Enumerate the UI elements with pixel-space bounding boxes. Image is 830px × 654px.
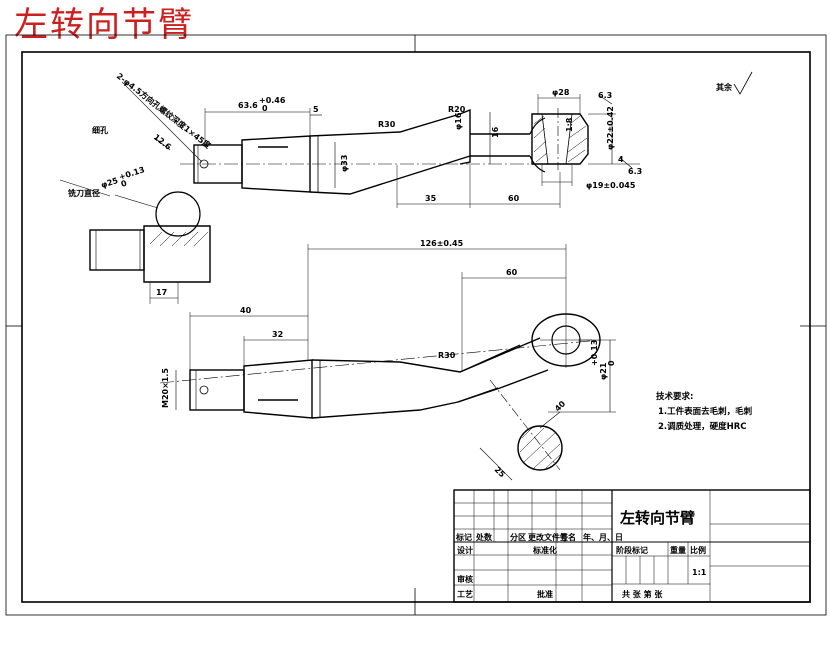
- dim-6-3-top: 6.3: [598, 91, 612, 100]
- hdr-sign: 签名: [559, 532, 576, 542]
- dim-6-3-bottom: 6.3: [628, 167, 642, 176]
- title-block-labels: 左转向节臂 标记 处数 分区 更改文件号 签名 年、月、日 设计 标准化 审核 …: [455, 509, 707, 599]
- thread-left-label: 细孔: [92, 125, 108, 135]
- dim-35: 35: [425, 194, 437, 203]
- dim-22: φ22±0.42: [606, 106, 615, 150]
- tech-line-1: 1.工件表面去毛刺，毛刺: [658, 406, 752, 417]
- dim-60-main: 60: [506, 268, 518, 277]
- top-view: [121, 81, 561, 208]
- dim-25: 25: [493, 465, 508, 480]
- dim-16: 16: [491, 126, 500, 138]
- dim-63: 63.6: [238, 101, 258, 110]
- hdr-zone: 分区: [510, 532, 526, 542]
- cut-label: 铣刀直径: [68, 188, 100, 198]
- dim-1-8: 1:8: [565, 117, 574, 132]
- dim-17: 17: [156, 288, 167, 297]
- dim-tilt: φ16: [454, 112, 463, 130]
- right-section-detail: [531, 71, 753, 186]
- stage-mark-label: 阶段标记: [616, 545, 648, 555]
- tech-requirements: 技术要求: 1.工件表面去毛刺，毛刺 2.调质处理，硬度HRC: [656, 391, 752, 432]
- dim-63-tol-low: 0: [262, 104, 268, 113]
- check-label: 审核: [457, 574, 473, 584]
- main-view-labels: 126±0.45 60 40 32 R30 φ21 +0.13 0 M20×1.…: [161, 239, 616, 480]
- right-section-labels: φ28 6.3 1:8 φ22±0.42 4 φ19±0.045 6.3 其余: [552, 82, 733, 190]
- dim-28: φ28: [552, 88, 570, 97]
- dim-19: φ19±0.045: [586, 181, 636, 190]
- mid-end-labels: 铣刀直径 φ25 +0.13 0 17: [68, 165, 167, 297]
- dim-40-main: 40: [240, 306, 252, 315]
- title-block: [453, 489, 811, 603]
- hdr-mark: 标记: [455, 532, 472, 542]
- dim-4: 4: [618, 155, 624, 164]
- thread-small: 12.6: [152, 132, 173, 152]
- weight-label: 重量: [670, 545, 686, 555]
- standardize-label: 标准化: [532, 545, 557, 555]
- hdr-doc: 更改文件号: [528, 532, 568, 542]
- dim-60: 60: [508, 194, 520, 203]
- banner-title: 左转向节臂: [14, 5, 194, 45]
- scale-value: 1:1: [692, 568, 707, 577]
- dim-21-tol-low: 0: [607, 360, 616, 366]
- tech-title: 技术要求:: [656, 391, 693, 402]
- approve-label: 批准: [537, 589, 553, 599]
- dim-126: 126±0.45: [420, 239, 464, 248]
- dim-63-tol-up: +0.46: [259, 96, 286, 105]
- cut-dia: φ25: [100, 176, 120, 190]
- dim-21: φ21: [599, 362, 608, 380]
- design-label: 设计: [457, 545, 473, 555]
- cut-dia-tol-low: 0: [120, 178, 128, 188]
- hdr-count: 处数: [475, 532, 493, 542]
- dim-r30-main: R30: [438, 351, 456, 360]
- tech-line-2: 2.调质处理，硬度HRC: [658, 421, 747, 432]
- part-name: 左转向节臂: [619, 509, 695, 527]
- dim-32-main: 32: [272, 330, 283, 339]
- dim-r20: R20: [448, 105, 466, 114]
- dim-m20: M20×1.5: [161, 368, 170, 408]
- roughness-rest: 其余: [716, 82, 733, 92]
- mid-end-view: [59, 179, 211, 304]
- scale-label: 比例: [690, 545, 706, 555]
- sheets-label: 共 张 第 张: [622, 589, 663, 599]
- dim-33: φ33: [340, 155, 349, 172]
- dim-r30: R30: [378, 120, 396, 129]
- dim-5: 5: [313, 105, 319, 114]
- dim-40-section: 40: [553, 399, 568, 414]
- dim-21-tol-up: +0.13: [590, 340, 599, 366]
- main-view: [159, 244, 616, 481]
- hdr-date: 年、月、日: [583, 532, 623, 542]
- process-label: 工艺: [457, 589, 473, 599]
- sheet-frame: [5, 34, 827, 616]
